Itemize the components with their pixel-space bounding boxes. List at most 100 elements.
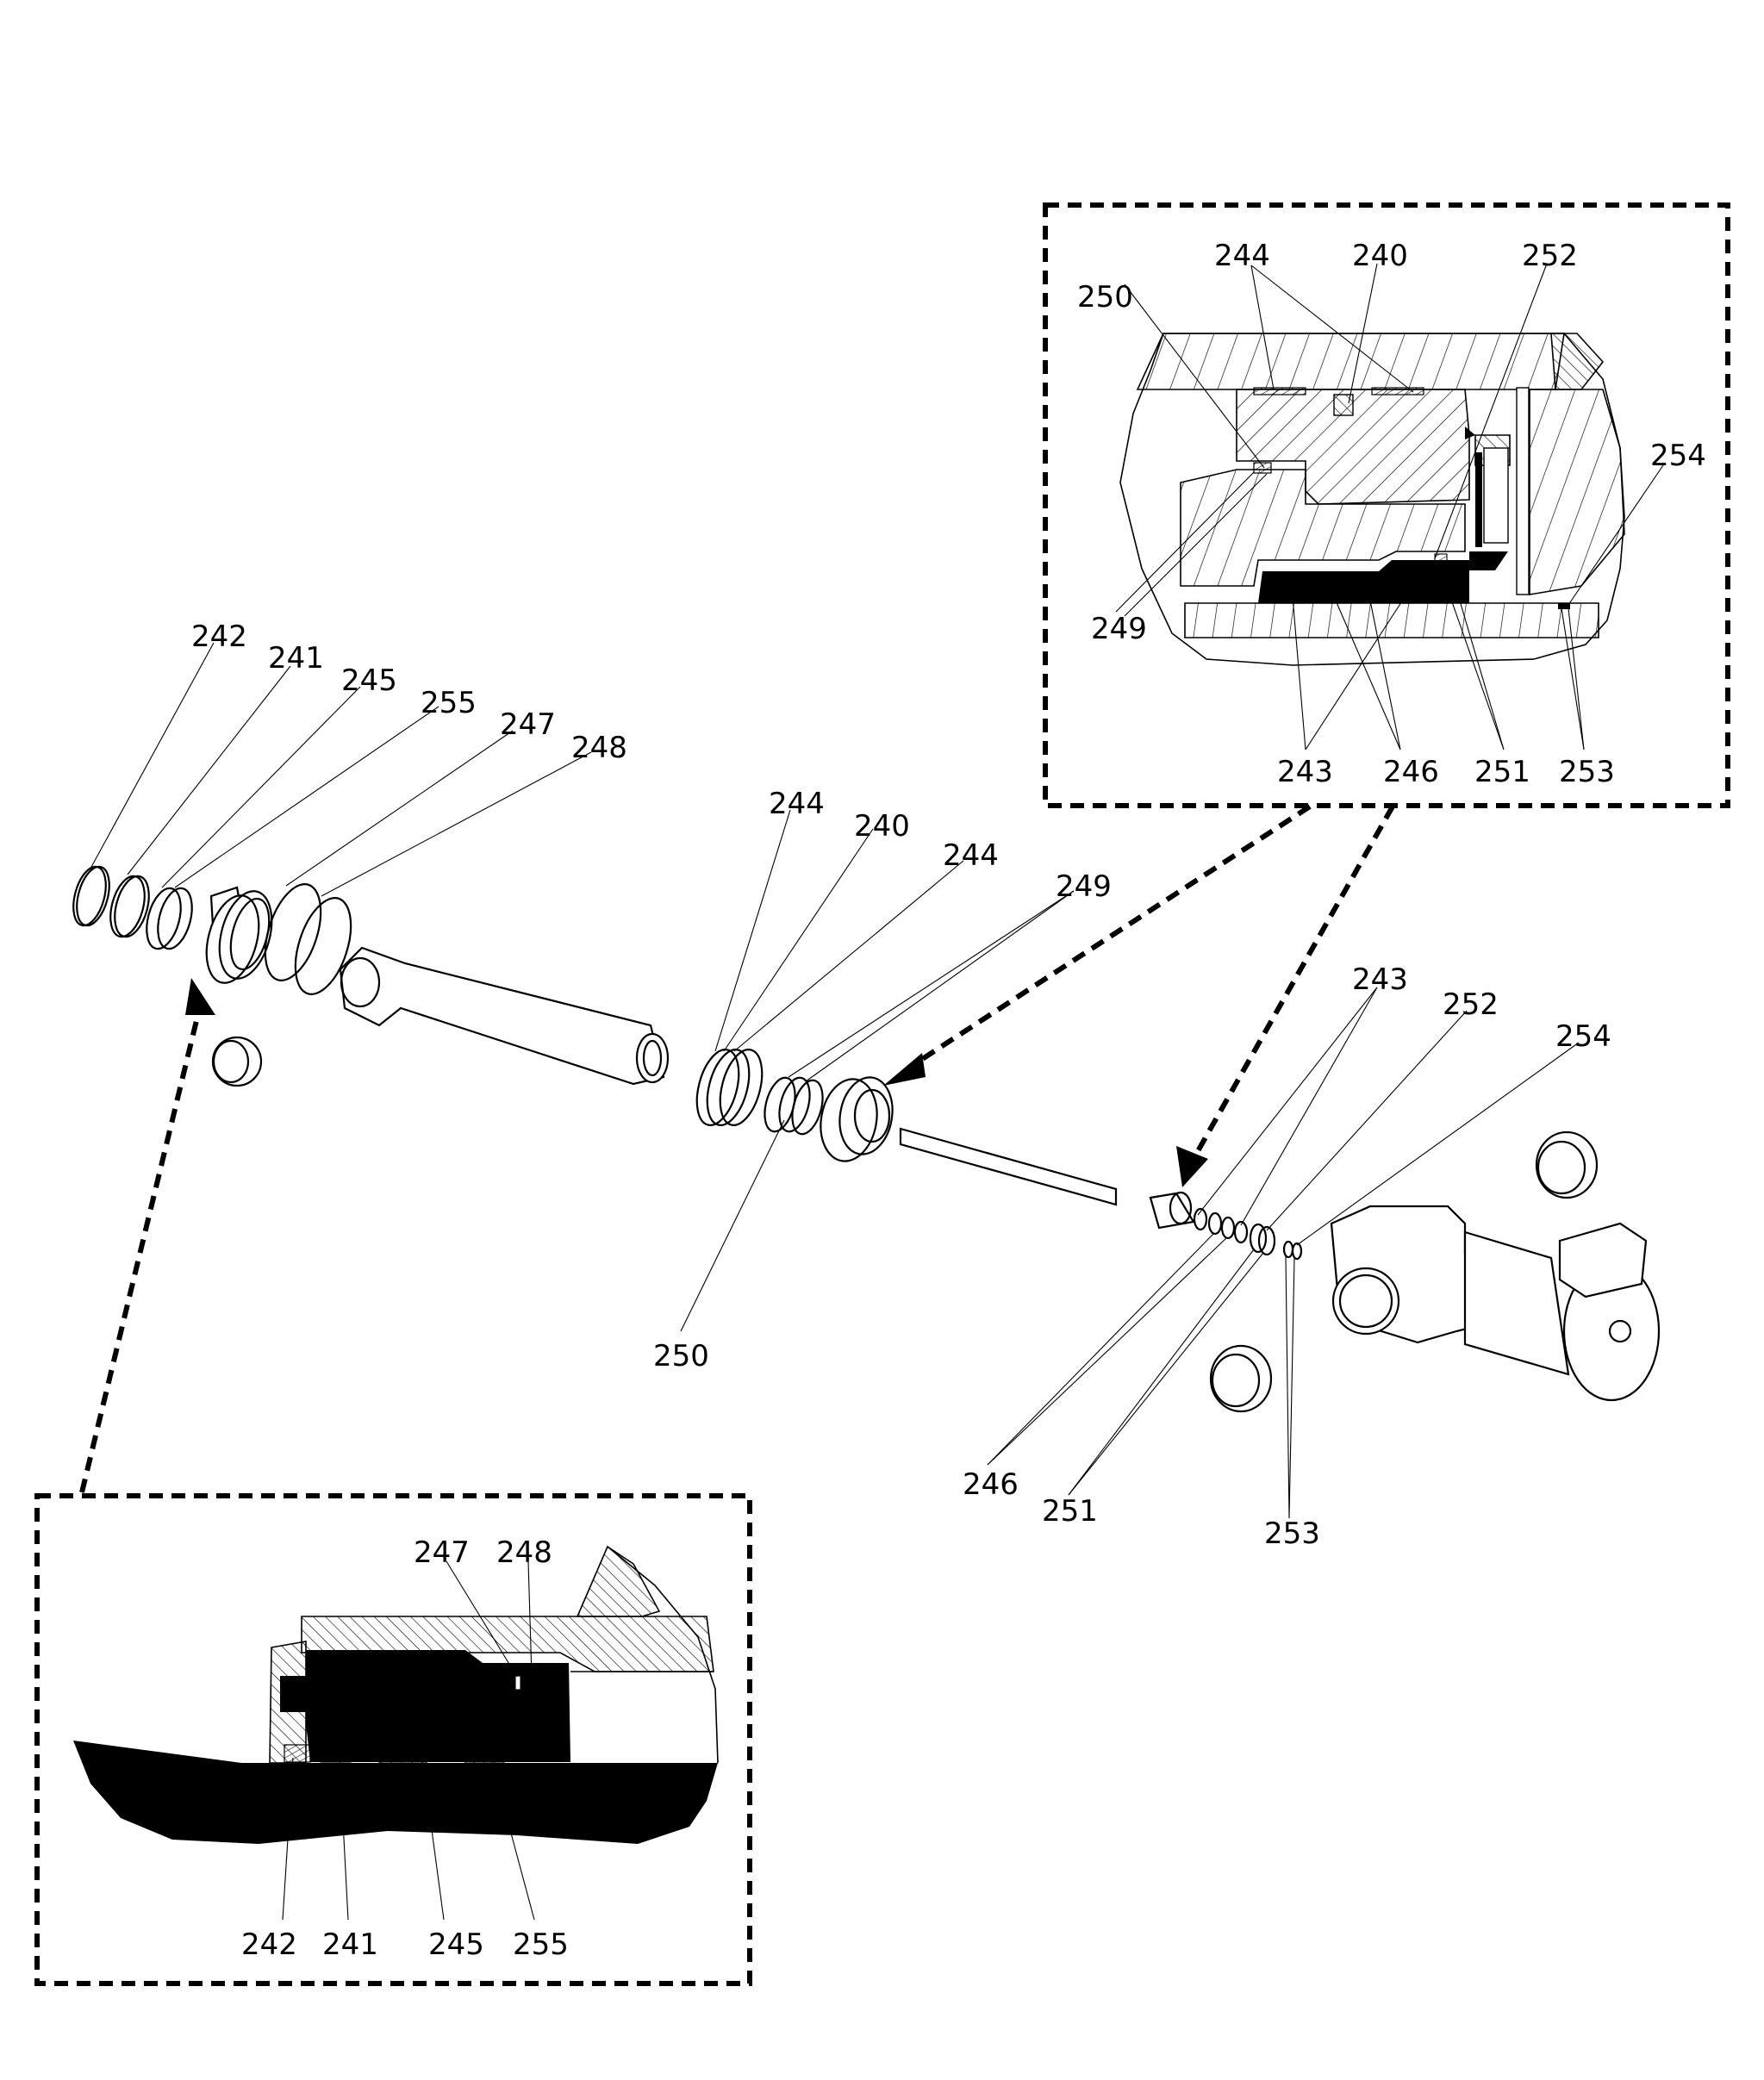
label-242: 242 [191,620,247,654]
label-254: 254 [1555,1019,1611,1054]
guide-column [1516,387,1530,595]
ring-249-a [778,1076,811,1133]
ring-245 [146,887,182,950]
seal-243-b [1395,592,1416,604]
valve-sleeve [1149,1192,1195,1230]
label-250: 250 [653,1339,709,1373]
ring-243-b [1233,1220,1249,1244]
piston-rod [339,946,665,1086]
arrow-to-piston [910,804,1312,1068]
label-244: 244 [1214,239,1270,273]
wear-band-244-a [1253,387,1306,395]
ring-240 [706,1049,751,1126]
callout-arrows [79,804,1395,1493]
seal-247 [514,1675,521,1691]
inset-top-right-leaders [1115,263,1664,750]
label-251: 251 [1474,755,1530,789]
arrowhead-piston [883,1053,926,1086]
ring-253 [1282,1240,1294,1259]
ring-254 [1291,1242,1303,1261]
arrowhead-valve [1176,1146,1208,1187]
piston-rod-section [1184,602,1599,638]
ring-248 [294,897,352,995]
inset-frame-bottom-left [34,1493,752,1986]
seal-241 [320,1731,352,1763]
cylinder-wall [1136,333,1565,390]
motor-body [1463,1230,1570,1376]
label-254: 254 [1650,439,1706,473]
seal-251 [1434,553,1448,562]
rod-section [73,1741,718,1844]
label-247: 247 [414,1535,470,1570]
label-251: 251 [1042,1494,1098,1529]
inset-bottom-left-labels: 247 248 242 241 245 255 [241,1535,569,1962]
label-247: 247 [500,707,556,742]
label-246: 246 [1383,755,1439,789]
housing-right [1529,389,1625,595]
inset-top-right-labels: 244 240 252 250 254 249 243 246 251 253 [1077,239,1706,789]
label-245: 245 [341,663,397,698]
seal-248 [521,1674,539,1691]
exploded-labels: 242 241 245 255 247 248 244 240 244 249 … [191,620,1611,1551]
scraper-insert [280,1676,362,1712]
seal-black-wedge-upper [1465,427,1475,439]
label-241: 241 [268,641,324,676]
label-244: 244 [769,787,825,821]
head-chamfer [576,1545,661,1617]
arrowhead-gland [185,978,215,1015]
seal-black-insert [1475,452,1482,547]
housing-lower [1180,469,1466,587]
seal-240 [1333,394,1354,416]
end-cap-ring [1550,333,1605,390]
seal-255 [464,1755,505,1764]
ring-244-a [695,1049,740,1126]
valve-rod [899,1127,1118,1206]
label-242: 242 [241,1927,297,1962]
seal-246-b [1362,597,1379,603]
label-243: 243 [1352,962,1408,997]
label-250: 250 [1077,280,1133,314]
label-249: 249 [1056,869,1112,904]
label-252: 252 [1443,987,1499,1022]
ring-249-b [791,1079,824,1136]
arrow-to-gland [79,1006,203,1493]
gland-body [306,1650,570,1762]
exploded-leaders [90,642,1580,1519]
ring-255 [157,887,193,950]
seal-245 [378,1755,427,1764]
valve-block [1558,1222,1648,1298]
seal-243-a [1283,592,1304,604]
head-outline-right [607,1546,719,1764]
inset-frame-top-right [1043,202,1730,808]
label-243: 243 [1277,755,1333,789]
label-246: 246 [963,1467,1019,1502]
ring-243-a [1193,1207,1208,1231]
label-252: 252 [1522,239,1578,273]
exploded-parts [72,865,1661,1413]
label-240: 240 [854,809,910,844]
label-248: 248 [496,1535,552,1570]
ring-246-a [1207,1211,1223,1236]
label-255: 255 [513,1927,569,1962]
ring-251 [1249,1223,1268,1254]
label-241: 241 [322,1927,378,1962]
spacer-block [1483,447,1509,544]
wear-band-244-b [1371,387,1424,395]
label-253: 253 [1264,1516,1320,1551]
label-249: 249 [1091,612,1147,646]
inset-bottom-left-leaders [282,1560,535,1921]
seal-carrier [1258,560,1469,603]
label-248: 248 [571,731,627,765]
inset-gland-seal-detail [34,1493,752,1986]
inset-piston-seal-detail [1043,202,1730,808]
piston-part [820,1078,878,1162]
inset-section-outline [1119,333,1625,666]
label-244: 244 [943,838,999,873]
label-245: 245 [428,1927,484,1962]
ring-244-b [719,1049,764,1126]
label-255: 255 [421,686,477,720]
label-240: 240 [1352,239,1408,273]
ring-246-b [1220,1216,1236,1240]
